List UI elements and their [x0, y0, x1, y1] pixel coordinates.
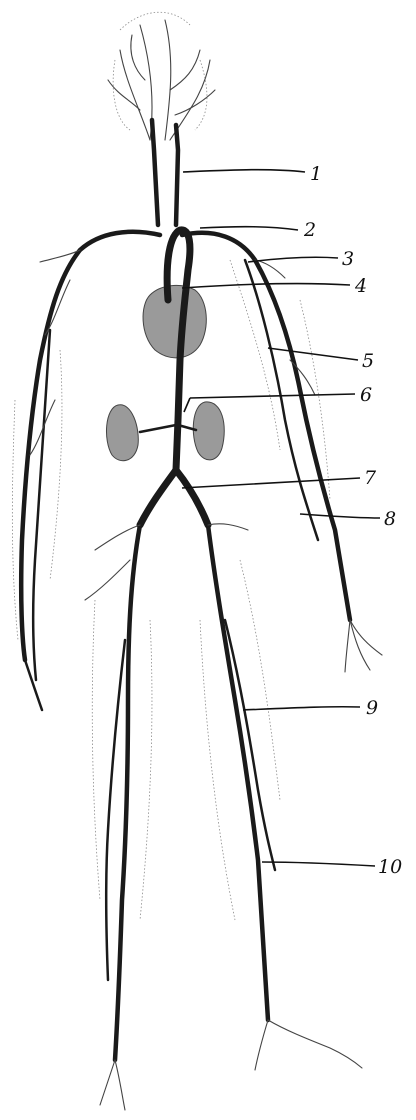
kidneys	[106, 402, 224, 461]
label-1: 1	[310, 163, 322, 185]
label-3: 3	[342, 248, 354, 270]
label-5: 5	[362, 350, 374, 372]
leg-arteries	[85, 470, 362, 1110]
label-9: 9	[366, 697, 378, 719]
label-2: 2	[303, 219, 316, 241]
label-4: 4	[354, 275, 367, 297]
label-10: 10	[378, 856, 402, 878]
label-8: 8	[384, 508, 396, 530]
number-labels: 1 2 3 4 5 6 7 8 9 10	[303, 163, 402, 878]
label-6: 6	[360, 384, 372, 406]
head-vessels	[108, 12, 215, 140]
label-7: 7	[364, 467, 377, 489]
heart	[143, 285, 206, 357]
